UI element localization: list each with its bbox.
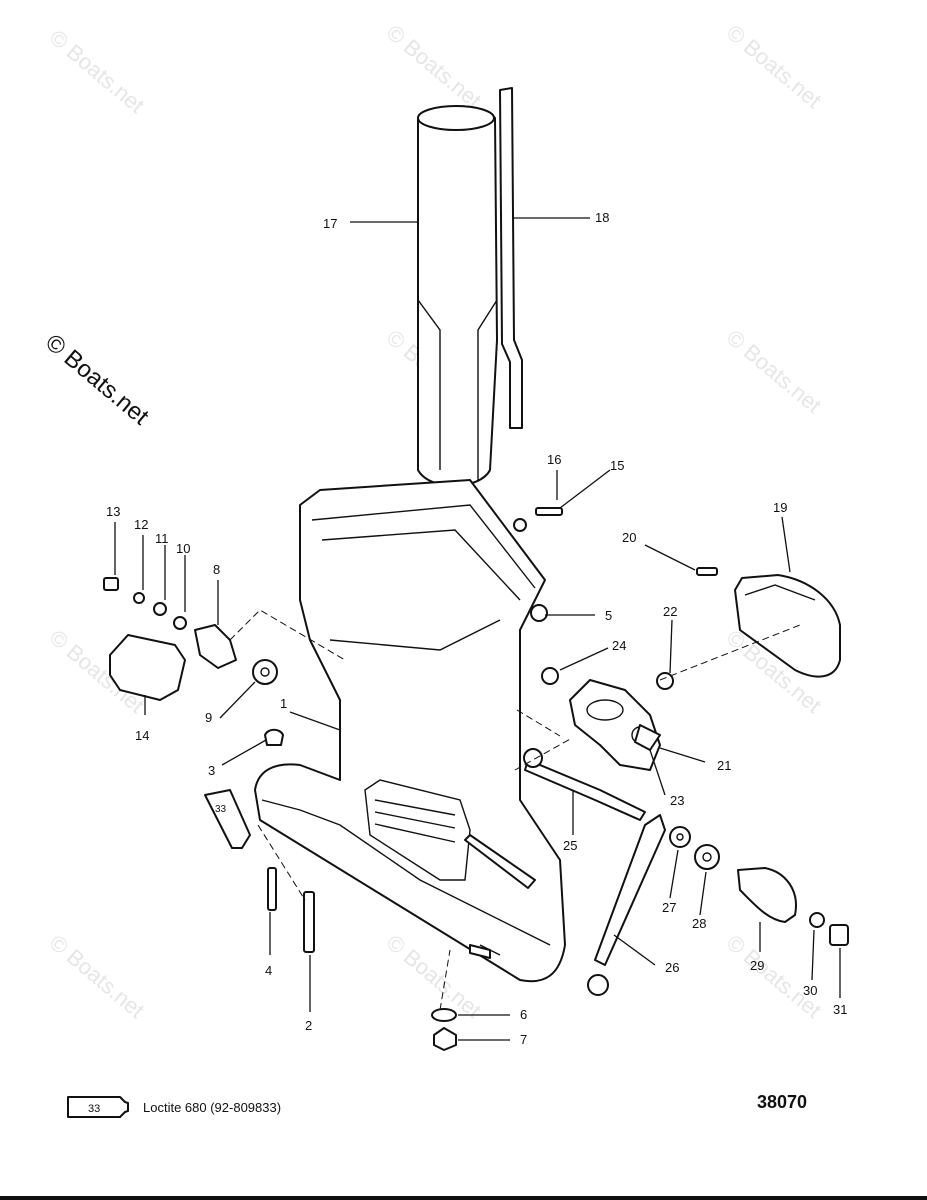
callout-label: 31 — [833, 1002, 847, 1017]
callout-label: 22 — [663, 604, 677, 619]
callout-label: 28 — [692, 916, 706, 931]
callout-label: 5 — [605, 608, 612, 623]
callout-label: 1 — [280, 696, 287, 711]
callout-label: 16 — [547, 452, 561, 467]
bottom-rule — [0, 1196, 927, 1200]
callout-label: 30 — [803, 983, 817, 998]
callout-label: 10 — [176, 541, 190, 556]
assembly-lines — [229, 609, 801, 1011]
watermark: © Boats.net — [722, 325, 826, 418]
part-18-rod — [499, 87, 523, 429]
callout-label: 27 — [662, 900, 676, 915]
callout-label: 18 — [595, 210, 609, 225]
callout-label: 29 — [750, 958, 764, 973]
leader-lines — [114, 217, 841, 1041]
left-hardware — [103, 577, 284, 746]
callout-label: 9 — [205, 710, 212, 725]
callout-label: 20 — [622, 530, 636, 545]
callout-label: 23 — [670, 793, 684, 808]
figure-id: 38070 — [757, 1092, 807, 1112]
watermark: © Boats.net — [722, 20, 826, 113]
callout-label: 11 — [155, 531, 169, 546]
part-17-tube — [417, 105, 498, 487]
callout-label: 21 — [717, 758, 731, 773]
callout-label: 14 — [135, 728, 149, 743]
callout-label: 15 — [610, 458, 624, 473]
watermark: © Boats.net — [45, 930, 149, 1023]
part-19-cover — [734, 574, 841, 678]
tube-label: 33 — [215, 804, 227, 815]
callout-label: 26 — [665, 960, 679, 975]
callout-labels: 1 2 3 4 5 6 7 8 9 10 11 12 13 14 15 16 1… — [106, 210, 847, 1047]
callout-label: 13 — [106, 504, 120, 519]
watermark-primary: © Boats.net — [40, 329, 154, 431]
right-hardware — [431, 507, 849, 1051]
callout-label: 3 — [208, 763, 215, 778]
callout-label: 8 — [213, 562, 220, 577]
part-21-bracket — [569, 679, 661, 771]
part-1-housing — [254, 479, 566, 983]
studs — [267, 867, 315, 953]
legend-code: 33 — [88, 1103, 100, 1115]
loctite-tube-33: 33 — [204, 789, 251, 849]
legend: 33 Loctite 680 (92-809833) — [67, 1096, 281, 1118]
callout-label: 17 — [323, 216, 337, 231]
callout-label: 12 — [134, 517, 148, 532]
callout-label: 24 — [612, 638, 626, 653]
callout-label: 2 — [305, 1018, 312, 1033]
callout-label: 19 — [773, 500, 787, 515]
callout-label: 6 — [520, 1007, 527, 1022]
watermark: © Boats.net — [45, 25, 149, 118]
legend-text: Loctite 680 (92-809833) — [143, 1100, 281, 1115]
callout-label: 4 — [265, 963, 272, 978]
watermark: © Boats.net — [722, 930, 826, 1023]
callout-label: 25 — [563, 838, 577, 853]
callout-label: 7 — [520, 1032, 527, 1047]
watermark: © Boats.net — [382, 20, 486, 113]
